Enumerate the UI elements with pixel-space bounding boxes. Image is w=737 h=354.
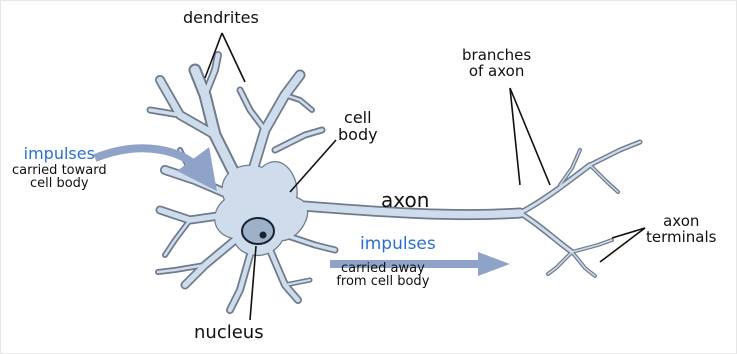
nucleolus-dot: [260, 232, 267, 239]
label-impulses-out-sub2: from cell body: [330, 275, 436, 289]
nucleus-shape: [242, 218, 274, 244]
label-dendrites: dendrites: [183, 10, 259, 27]
label-branches-line2: of axon: [462, 64, 531, 80]
label-impulses-out: impulses: [360, 236, 436, 254]
label-impulses-away: impulses carried away from cell body: [330, 236, 436, 289]
label-impulses-in-sub2: cell body: [12, 177, 107, 191]
label-branches-of-axon: branches of axon: [462, 48, 531, 80]
label-axon: axon: [381, 190, 429, 211]
label-cell-body: cell body: [338, 110, 378, 144]
label-axon-terminals-line2: terminals: [646, 230, 716, 246]
label-impulses-in-sub1: carried toward: [12, 164, 107, 178]
label-impulses-toward: impulses carried toward cell body: [12, 146, 107, 191]
label-cell-body-line2: body: [338, 127, 378, 144]
label-axon-terminals: axon terminals: [646, 214, 716, 246]
label-impulses-out-sub1: carried away: [330, 262, 436, 276]
label-nucleus: nucleus: [194, 324, 264, 343]
label-impulses-in: impulses: [12, 146, 107, 163]
